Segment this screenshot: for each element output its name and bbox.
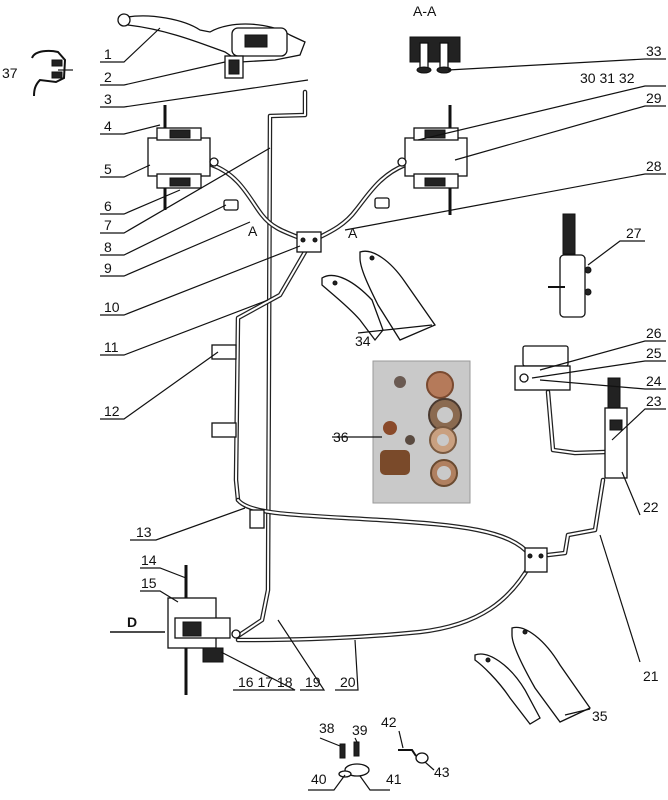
brake-pads-rear (474, 626, 591, 725)
callout-27: 27 (626, 225, 642, 241)
callout-12: 12 (104, 403, 120, 419)
callout-38: 38 (319, 720, 335, 736)
seal-kit-photo (372, 360, 471, 504)
brake-pads-front (321, 250, 436, 342)
callout-28: 28 (646, 158, 662, 174)
front-splitter (296, 231, 322, 253)
bracket-part-37 (31, 49, 67, 97)
callout-2: 2 (104, 69, 112, 85)
callout-10: 10 (104, 299, 120, 315)
callout-16-17-18: 16 17 18 (238, 674, 293, 690)
hose-clamp-rear (249, 509, 265, 529)
callout-33: 33 (646, 43, 662, 59)
callout-34: 34 (355, 333, 371, 349)
callout-6: 6 (104, 198, 112, 214)
cylinder-part-27 (548, 213, 592, 318)
detail-marker-d: D (127, 614, 137, 630)
callout-25: 25 (646, 345, 662, 361)
callout-19: 19 (305, 674, 321, 690)
callout-43: 43 (434, 764, 450, 780)
hose-clamp-right (374, 197, 390, 209)
hose-clamp-left (223, 199, 239, 211)
callout-26: 26 (646, 325, 662, 341)
front-left-caliper (147, 105, 219, 210)
fluid-reservoir (514, 345, 571, 391)
section-title: A-A (413, 3, 437, 19)
callout-1: 1 (104, 46, 112, 62)
leader-lines (58, 27, 666, 791)
rear-caliper (110, 565, 241, 695)
brake-lines (209, 89, 608, 643)
callout-37: 37 (2, 65, 18, 81)
hose-clamp-lower (211, 422, 237, 438)
callout-4: 4 (104, 118, 112, 134)
callout-35: 35 (592, 708, 608, 724)
rear-splitter (524, 547, 548, 573)
callout-11: 11 (104, 339, 119, 355)
section-a-a-detail (409, 36, 461, 74)
callout-29: 29 (646, 90, 662, 106)
callout-24: 24 (646, 373, 662, 389)
callout-40: 40 (311, 771, 327, 787)
rear-master-cylinder (604, 377, 628, 479)
callout-13: 13 (136, 524, 152, 540)
callout-5: 5 (104, 161, 112, 177)
callout-41: 41 (386, 771, 402, 787)
callout-9: 9 (104, 260, 112, 276)
callout-20: 20 (340, 674, 356, 690)
section-marker-right: A (348, 225, 358, 241)
section-marker-left: A (248, 223, 258, 239)
callout-30-31-32: 30 31 32 (580, 70, 635, 86)
callout-42: 42 (381, 714, 397, 730)
callout-21: 21 (643, 668, 659, 684)
hose-clamp-upper (211, 344, 237, 360)
callout-23: 23 (646, 393, 662, 409)
small-parts (338, 741, 429, 778)
callout-8: 8 (104, 239, 112, 255)
callout-15: 15 (141, 575, 157, 591)
callout-36: 36 (333, 429, 349, 445)
callout-39: 39 (352, 722, 368, 738)
callout-7: 7 (104, 217, 112, 233)
callout-14: 14 (141, 552, 157, 568)
callout-3: 3 (104, 91, 112, 107)
brake-lever-assembly (117, 13, 306, 79)
front-right-caliper (397, 105, 468, 215)
callout-22: 22 (643, 499, 659, 515)
